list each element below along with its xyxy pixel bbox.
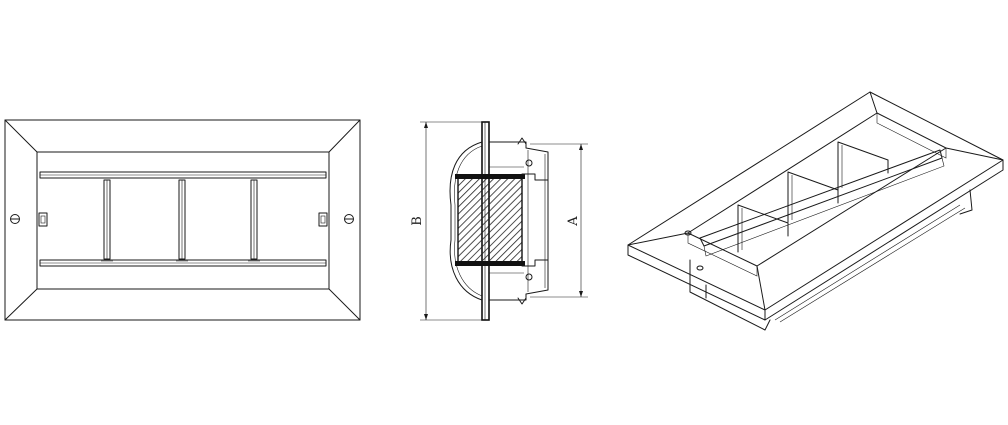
damper-bottom-plate	[455, 261, 525, 266]
rear-brackets	[521, 173, 549, 267]
rear-collar	[488, 141, 549, 301]
dimension-b-label: B	[410, 216, 425, 226]
inner-frame	[36, 151, 330, 290]
pivot-top	[525, 159, 533, 167]
damper-top-plate	[455, 174, 525, 179]
screw-icon	[10, 214, 20, 224]
dimension-a-label: A	[566, 216, 581, 227]
bevel-corner-bl	[4, 288, 38, 321]
side-clips	[38, 212, 328, 227]
vertical-blades	[101, 177, 260, 262]
curved-housing	[449, 141, 483, 301]
clips	[517, 137, 527, 305]
iso-outer-frame	[627, 91, 1004, 311]
clip-right	[318, 212, 328, 227]
pivot-bottom	[525, 273, 533, 281]
front-view	[4, 119, 361, 321]
isometric-view	[627, 91, 1004, 331]
iso-inner-opening	[687, 112, 947, 267]
dimension-a	[530, 143, 588, 298]
iso-rear-collar	[689, 259, 771, 331]
outer-frame	[4, 119, 361, 321]
iso-rear-tab	[959, 189, 973, 215]
bevel-corner-tr	[328, 119, 361, 153]
iso-frame-edge	[627, 159, 1004, 321]
screw-icon	[684, 230, 692, 236]
hatched-damper-section	[457, 177, 523, 263]
iso-vertical-blades	[737, 141, 889, 253]
bevel-corner-br	[328, 288, 361, 321]
screw-icon	[344, 214, 354, 224]
dimension-b	[420, 121, 485, 321]
screw-icon	[696, 265, 704, 271]
clip-left	[38, 212, 48, 227]
section-view	[420, 121, 588, 321]
bevel-corner-tl	[4, 119, 38, 153]
